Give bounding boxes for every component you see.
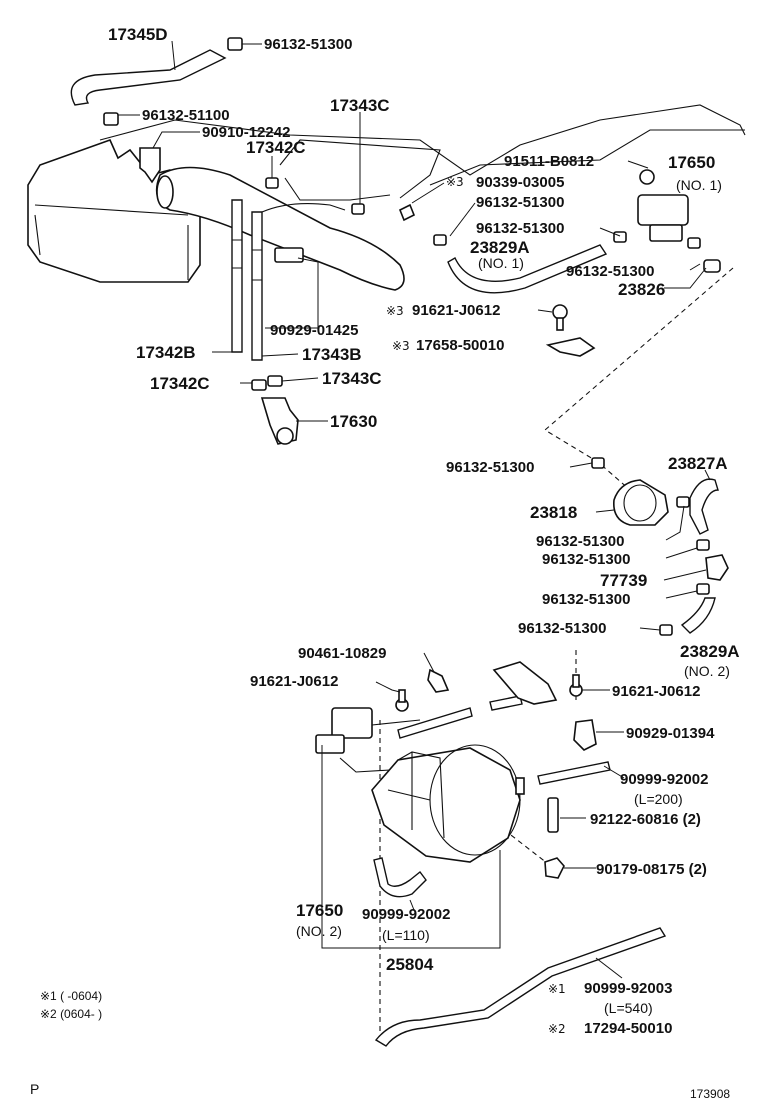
callout-labels: 17345D 96132-51300 96132-51100 90910-122… [30, 25, 740, 1101]
nut-90179-08175 [544, 857, 565, 879]
bracket-90461-10829 [427, 668, 450, 693]
sensor-90929-01425 [274, 247, 304, 263]
label-no2-b: (NO. 2) [296, 923, 342, 939]
mark-2: ※2 [548, 1022, 566, 1036]
label-96132-51300-f: 96132-51300 [536, 533, 624, 550]
valve-17630 [260, 397, 299, 445]
hose-17345D [70, 49, 227, 106]
label-23826: 23826 [618, 280, 665, 299]
footnote-2: ※2 (0604- ) [40, 1007, 102, 1021]
stud-92122-60816 [547, 797, 559, 833]
filter-23818 [613, 479, 669, 526]
label-l110: (L=110) [382, 927, 430, 943]
mark-3-a: ※3 [446, 175, 464, 189]
clamps-17342C-17343C [251, 177, 365, 391]
hose-90999-92003-l540 [374, 927, 667, 1047]
label-90929-01425: 90929-01425 [270, 322, 358, 339]
label-23827A: 23827A [668, 454, 728, 473]
mark-1: ※1 [548, 982, 566, 996]
label-17343C-low: 17343C [322, 369, 382, 388]
label-96132-51100: 96132-51100 [142, 107, 230, 124]
label-17650-no1: 17650 [668, 153, 715, 172]
mark-3-b: ※3 [386, 304, 404, 318]
label-96132-51300-e: 96132-51300 [446, 459, 534, 476]
label-17345D: 17345D [108, 25, 168, 44]
label-no2-a: (NO. 2) [684, 663, 730, 679]
label-no1-a: (NO. 1) [676, 177, 722, 193]
clamp-96132-51300-mid [591, 457, 605, 469]
label-17294-50010: 17294-50010 [584, 1020, 672, 1037]
label-90461-10829: 90461-10829 [298, 645, 386, 662]
label-96132-51300-g: 96132-51300 [542, 551, 630, 568]
page-letter: P [30, 1081, 39, 1097]
mark-3-c: ※3 [392, 339, 410, 353]
label-91511-B0812: 91511-B0812 [504, 153, 594, 170]
label-17650-no2: 17650 [296, 901, 343, 920]
label-17342C-top: 17342C [246, 138, 306, 157]
label-90999-92002-b: 90999-92002 [362, 906, 450, 923]
clamp-96132-51300-top [227, 37, 243, 51]
hose-23829A-no2 [680, 597, 716, 634]
hose-90999-92002-l200 [537, 761, 611, 785]
label-25804: 25804 [386, 955, 434, 974]
dashed-route-upper [544, 267, 734, 491]
label-17343B: 17343B [302, 345, 362, 364]
label-96132-51300-i: 96132-51300 [518, 620, 606, 637]
label-23829A-no2: 23829A [680, 642, 740, 661]
label-91621-J0612-c: 91621-J0612 [612, 683, 700, 700]
label-90910-12242: 90910-12242 [202, 124, 290, 141]
leader-lines [118, 40, 711, 979]
label-90999-92002-a: 90999-92002 [620, 771, 708, 788]
bolt-91621-J0612-a [552, 304, 568, 331]
label-91621-J0612-a: 91621-J0612 [412, 302, 500, 319]
bracket-upper-canister [492, 661, 558, 705]
bolt-91621-J0612-c [569, 674, 583, 697]
label-90929-01394: 90929-01394 [626, 725, 715, 742]
label-l540: (L=540) [604, 1000, 653, 1016]
valve-77739 [705, 554, 729, 581]
label-90999-92003: 90999-92003 [584, 980, 672, 997]
breather-hoses-17342B-17343B [231, 199, 346, 361]
vsv-17650-no1 [637, 169, 689, 242]
bracket-90910-12242 [139, 147, 161, 184]
clamp-96132-51100 [103, 112, 119, 126]
label-96132-51300-a: 96132-51300 [264, 36, 352, 53]
label-96132-51300-d: 96132-51300 [566, 263, 654, 280]
footnote-1: ※1 ( -0604) [40, 989, 102, 1003]
hose-23827A [689, 478, 719, 535]
label-92122-60816: 92122-60816 (2) [590, 811, 701, 828]
canister-25804 [371, 744, 525, 863]
hose-90999-92002-l110 [373, 857, 427, 898]
label-17630: 17630 [330, 412, 377, 431]
label-23818: 23818 [530, 503, 577, 522]
label-90179-08175: 90179-08175 (2) [596, 861, 707, 878]
bracket-17658-50010 [545, 337, 596, 357]
label-17343C-top: 17343C [330, 96, 390, 115]
label-no1-b: (NO. 1) [478, 255, 524, 271]
label-96132-51300-c: 96132-51300 [476, 220, 564, 237]
vsv-17650-no2 [315, 707, 421, 773]
label-96132-51300-b: 96132-51300 [476, 194, 564, 211]
label-77739: 77739 [600, 571, 647, 590]
hose-thin-canister-top [397, 695, 523, 739]
label-l200: (L=200) [634, 791, 683, 807]
label-17658-50010: 17658-50010 [416, 337, 504, 354]
hose-23829A-no1 [447, 244, 608, 294]
label-91621-J0612-b: 91621-J0612 [250, 673, 338, 690]
label-90339-03005: 90339-03005 [476, 174, 564, 191]
sensor-90929-01394 [573, 719, 597, 751]
label-96132-51300-h: 96132-51300 [542, 591, 630, 608]
label-17342C-low: 17342C [150, 374, 210, 393]
connector-23826 [703, 259, 721, 273]
label-23829A-no1: 23829A [470, 238, 530, 257]
figure-number: 173908 [690, 1087, 730, 1101]
filler-pipe [155, 166, 405, 291]
bolt-91621-J0612-b [395, 689, 409, 712]
label-17342B: 17342B [136, 343, 196, 362]
